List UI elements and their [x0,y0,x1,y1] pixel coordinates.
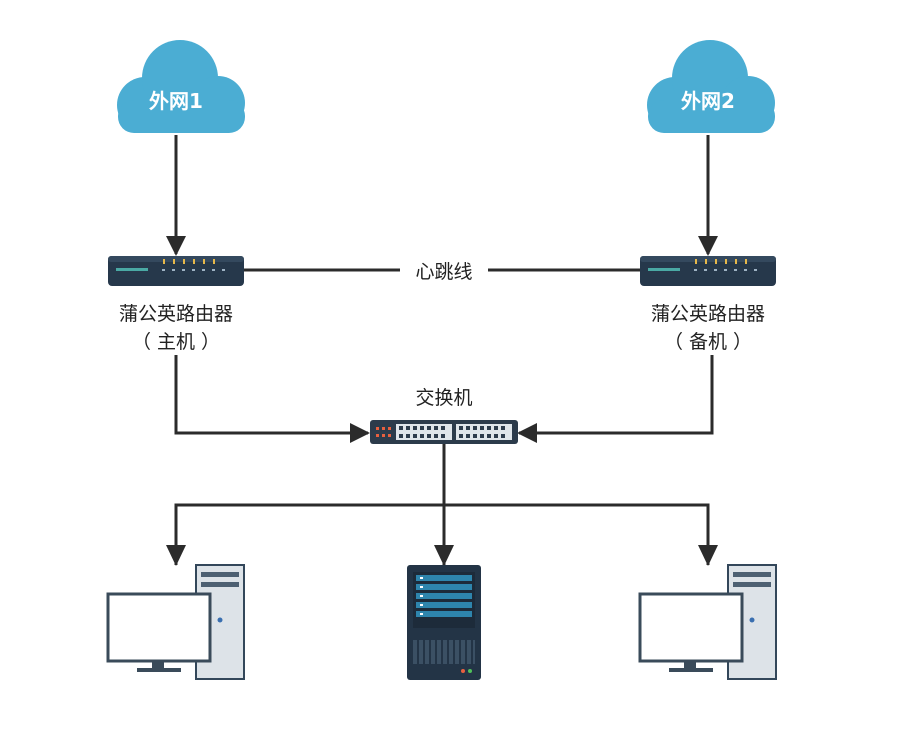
server-icon [407,565,481,680]
cloud-left-icon: 外网1 [117,40,245,133]
router-backup-name: 蒲公英路由器 [651,303,765,325]
arrow-left-pc [166,545,186,566]
switch-icon [370,420,518,444]
router-backup-role: （ 备机 ） [664,331,752,353]
heartbeat-label: 心跳线 [415,261,472,283]
computer-left-icon [106,564,245,680]
router-main-icon [108,256,244,286]
arrow-server [434,545,454,566]
cloud-right-label: 外网2 [681,89,735,113]
router-main-role: （ 主机 ） [132,331,220,353]
router-backup-icon [640,256,776,286]
cloud-right-icon: 外网2 [647,40,775,133]
cloud-left-label: 外网1 [149,89,203,113]
switch-label: 交换机 [415,387,472,409]
computer-right-icon [638,564,777,680]
router-main-name: 蒲公英路由器 [119,303,233,325]
link-router-backup-switch [517,355,714,443]
arrow-right-pc [698,545,718,566]
link-switch-left-pc [174,503,710,565]
link-router-main-switch [174,355,370,443]
